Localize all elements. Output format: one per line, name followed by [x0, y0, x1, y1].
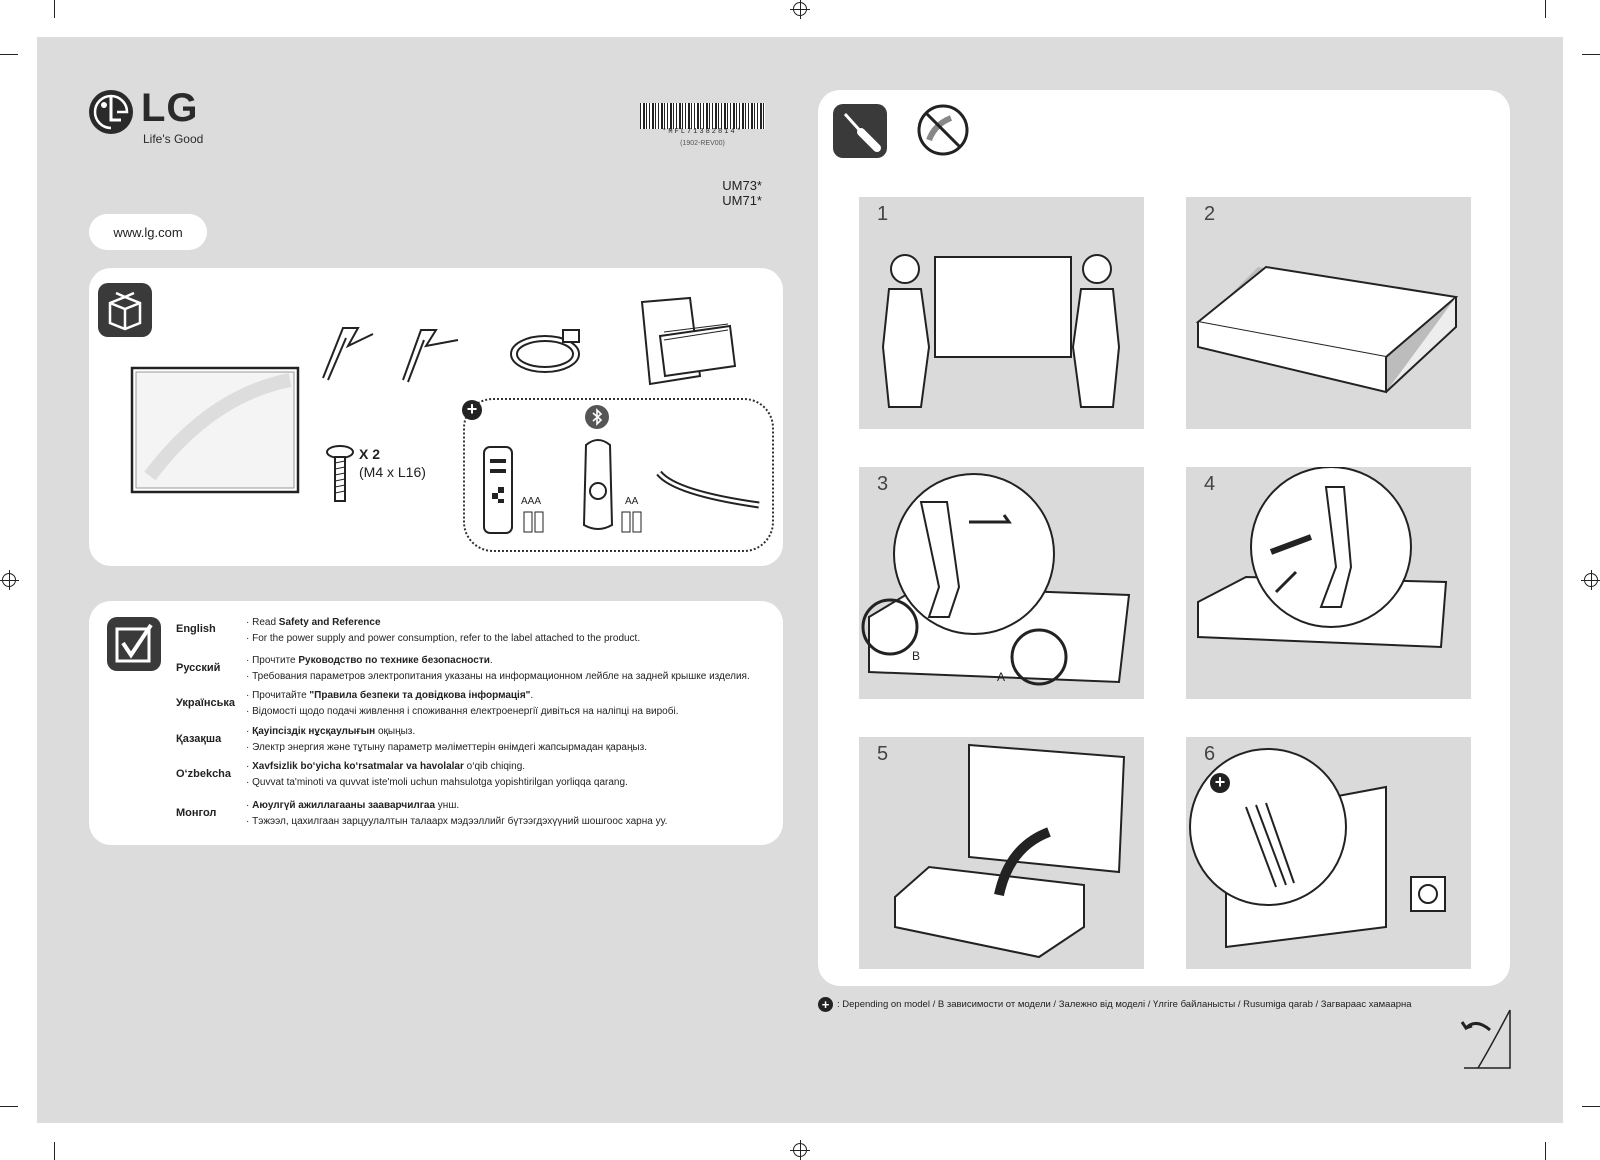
optional-plus-icon: +: [462, 400, 482, 420]
optional-plus-icon: +: [818, 997, 833, 1012]
language-name: O‘zbekcha: [176, 768, 232, 780]
label-b: B: [912, 649, 921, 663]
language-name: Русский: [176, 662, 221, 674]
battery-aa-label: AA: [625, 496, 639, 507]
depending-on-model-text: : Depending on model / В зависимости от …: [837, 999, 1412, 1010]
step-3-attach-stands: 3 B A: [859, 467, 1144, 699]
step-number: 4: [1204, 473, 1216, 495]
revision-text: (1902-REV00): [680, 140, 725, 147]
safety-instruction: · Прочитайте "Правила безпеки та довідко…: [246, 690, 534, 701]
step-6-cable-management: 6 +: [1186, 737, 1471, 969]
crop-mark: [1582, 54, 1600, 55]
model-number: UM71*: [722, 193, 762, 208]
language-name: English: [176, 623, 216, 635]
no-tool-icon: [915, 102, 971, 163]
safety-instruction: · Қауіпсіздік нұсқаулығын оқыңыз.: [246, 726, 416, 737]
unbox-icon: [98, 283, 152, 337]
registration-mark: [1581, 570, 1600, 590]
manual-book-icon: [640, 296, 740, 391]
stand-icon: [318, 318, 468, 388]
registration-mark: [0, 570, 19, 590]
power-instruction: · Quvvat ta'minoti va quvvat iste'moli u…: [246, 777, 628, 788]
step-4-fasten-screws: 4: [1186, 467, 1471, 699]
screw-icon: [325, 445, 355, 510]
screw-count: X 2: [359, 446, 381, 462]
optional-plus-icon: +: [1210, 773, 1230, 793]
step-2-lay-tv-on-box: 2: [1186, 197, 1471, 429]
battery-aaa-label: AAA: [521, 496, 542, 507]
power-instruction: · Відомості щодо подачі живлення і спожи…: [246, 706, 679, 717]
fasten-screw-illustration: [1197, 467, 1448, 649]
depending-on-model-note: + : Depending on model / В зависимости о…: [818, 997, 1412, 1012]
power-instruction: · Требования параметров электропитания у…: [246, 671, 750, 682]
barcode: [640, 103, 765, 129]
brand-name: LG: [141, 86, 199, 130]
step-1-lift-tv: 1: [859, 197, 1144, 429]
safety-info-panel: [89, 601, 783, 845]
safety-instruction: · Xavfsizlik bo‘yicha ko‘rsatmalar va ha…: [246, 761, 526, 772]
step-number: 5: [877, 743, 889, 765]
language-name: Монгол: [176, 807, 217, 819]
website-url[interactable]: www.lg.com: [89, 214, 207, 250]
step-number: 3: [877, 473, 889, 495]
crop-mark: [54, 0, 55, 18]
step-number: 1: [877, 203, 889, 225]
power-instruction: · For the power supply and power consump…: [246, 633, 641, 644]
power-instruction: · Тэжээл, цахилгаан зарцуулалтын талаарх…: [246, 816, 668, 827]
registration-mark: [790, 0, 810, 19]
barcode-text: *MFL71382814*: [662, 128, 743, 136]
checkbox-icon: [107, 617, 161, 671]
language-name: Қазақша: [176, 733, 222, 745]
stand-up-illustration: [894, 743, 1126, 959]
tv-illustration: [130, 366, 302, 503]
crop-mark: [0, 1106, 18, 1107]
step-number: 2: [1204, 203, 1216, 225]
crop-mark: [1545, 0, 1546, 18]
power-instruction: · Электр энергия және тұтыну параметр мә…: [246, 742, 648, 753]
language-name: Українська: [176, 697, 236, 709]
crop-mark: [54, 1142, 55, 1160]
brand-tagline: Life's Good: [143, 132, 204, 146]
battery-aa-icon: [620, 510, 644, 539]
label-a: A: [997, 670, 1006, 684]
crop-mark: [0, 54, 18, 55]
battery-aaa-icon: [522, 510, 546, 539]
lg-face-icon: [89, 90, 133, 134]
remote-control-icon: [480, 445, 516, 540]
step-5-stand-tv-up: 5: [859, 737, 1144, 969]
registration-mark: [790, 1140, 810, 1160]
model-number: UM73*: [722, 178, 762, 193]
safety-instruction: · Read Safety and Reference: [246, 617, 381, 628]
cable-connect-illustration: [1189, 748, 1446, 949]
two-people-lifting-illustration: [881, 254, 1121, 408]
turn-page-icon: [1460, 1008, 1512, 1075]
crop-mark: [1545, 1142, 1546, 1160]
step-number: 6: [1204, 743, 1216, 765]
cable-holder-icon: [655, 465, 765, 520]
tv-on-box-illustration: [1195, 265, 1459, 394]
safety-instruction: · Аюулгүй ажиллагааны зааварчилгаа унш.: [246, 800, 460, 811]
optional-accessories-box: [463, 398, 774, 552]
magic-remote-icon: [578, 435, 618, 540]
attach-stand-illustration: [861, 473, 1131, 686]
crop-mark: [1582, 1106, 1600, 1107]
bluetooth-icon: [585, 405, 609, 429]
screwdriver-icon: [833, 104, 887, 158]
power-cable-icon: [505, 320, 595, 385]
safety-instruction: · Прочтите Руководство по технике безопа…: [246, 655, 493, 666]
screw-spec: (M4 x L16): [359, 464, 426, 480]
